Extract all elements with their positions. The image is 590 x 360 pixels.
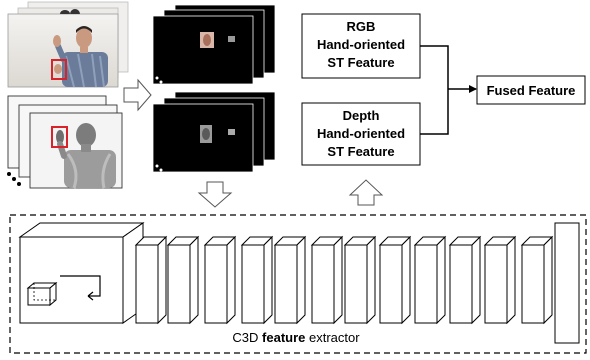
svg-text:RGB: RGB (347, 19, 376, 34)
conv-layer-block (166, 235, 200, 325)
c3d-extractor-region (9, 214, 587, 354)
svg-text:Fused Feature: Fused Feature (487, 83, 576, 98)
rgb-frame-stack (7, 1, 129, 88)
conv-layer-block (378, 235, 412, 325)
conv-layer-block (483, 235, 517, 325)
depth-feature-box: Depth Hand-oriented ST Feature (301, 102, 421, 166)
hollow-arrow-down-icon (197, 181, 233, 208)
svg-text:ST Feature: ST Feature (327, 55, 394, 70)
svg-text:ST Feature: ST Feature (327, 144, 394, 159)
person-rgb (53, 26, 108, 88)
svg-text:Hand-oriented: Hand-oriented (317, 37, 405, 52)
conv-layer-blocks (134, 235, 554, 325)
conv-layer-block (203, 235, 237, 325)
conv-layer-block (310, 235, 344, 325)
hand-bounding-box-rgb (51, 59, 67, 80)
depth-hand-mask-stack (152, 91, 276, 173)
svg-text:Hand-oriented: Hand-oriented (317, 126, 405, 141)
conv3d-block-icon (18, 222, 145, 324)
rgb-hand-mask-stack (152, 4, 276, 85)
svg-text:Depth: Depth (343, 108, 380, 123)
hollow-arrow-right-icon (123, 78, 152, 112)
fc-layer-block (554, 222, 580, 344)
conv-layer-block (273, 235, 307, 325)
hand-bounding-box-depth (51, 126, 68, 148)
rgb-hand (54, 64, 62, 74)
conv-layer-block (240, 235, 274, 325)
conv-layer-block (343, 235, 377, 325)
depth-frame-stack (7, 95, 123, 189)
connector-depth-to-fused (420, 89, 449, 135)
conv-layer-block (520, 235, 554, 325)
extractor-label: C3D feature extractor (232, 330, 360, 345)
conv-layer-block (413, 235, 447, 325)
fused-feature-box: Fused Feature (476, 75, 586, 105)
connector-rgb-to-fused (420, 45, 449, 89)
rgb-feature-box: RGB Hand-oriented ST Feature (301, 13, 421, 79)
conv-layer-block (448, 235, 482, 325)
hollow-arrow-up-icon (348, 179, 384, 206)
conv-layer-block (134, 235, 168, 325)
